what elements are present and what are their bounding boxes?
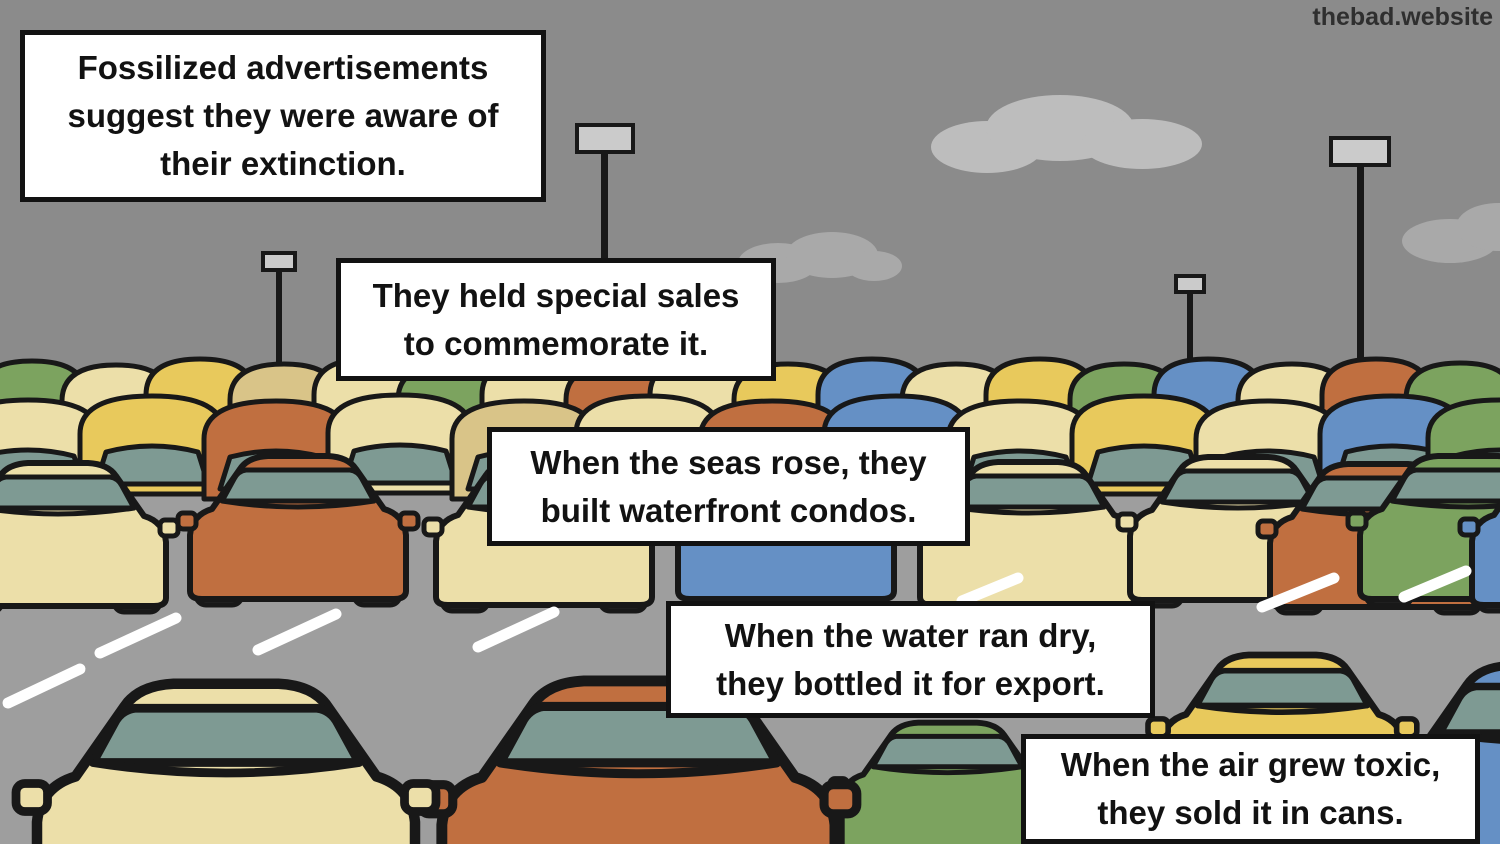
caption-fossilized-ads: Fossilized advertisements suggest they w… [20, 30, 546, 202]
caption-line: built waterfront condos. [540, 491, 917, 529]
cloud [1402, 203, 1500, 263]
caption-line: they bottled it for export. [716, 664, 1105, 702]
lamp-head [1329, 136, 1391, 167]
caption-line: suggest they were aware of [67, 97, 499, 134]
lamp-pole [1357, 164, 1364, 474]
parking-line [956, 572, 1024, 607]
caption-line: When the seas rose, they [530, 443, 927, 481]
caption-line: to commemorate it. [403, 324, 709, 362]
caption-line: They held special sales [372, 276, 740, 314]
caption-air-grew-toxic: When the air grew toxic, they sold it in… [1021, 734, 1480, 844]
caption-line: their extinction. [160, 145, 406, 182]
cloud [931, 95, 1202, 173]
street-lamp [1329, 136, 1391, 474]
clouds [738, 95, 1500, 283]
lamp-head [575, 123, 635, 154]
lamp-head [1174, 274, 1206, 294]
caption-line: When the air grew toxic, [1060, 746, 1441, 783]
caption-water-ran-dry: When the water ran dry, they bottled it … [666, 601, 1155, 718]
parking-line [1398, 565, 1472, 603]
lamp-pole [276, 268, 282, 393]
lamp-head [261, 251, 297, 272]
parking-line [94, 612, 182, 659]
parking-line [472, 606, 560, 653]
caption-line: When the water ran dry, [724, 616, 1097, 654]
parking-line [2, 663, 86, 709]
watermark: thebad.website [1312, 3, 1493, 31]
caption-special-sales: They held special sales to commemorate i… [336, 258, 776, 381]
caption-line: they sold it in cans. [1097, 794, 1404, 831]
caption-line: Fossilized advertisements [77, 49, 489, 86]
parking-line [252, 608, 342, 656]
caption-seas-rose: When the seas rose, they built waterfron… [487, 427, 970, 546]
street-lamp [261, 251, 297, 393]
parking-line [1256, 572, 1340, 613]
